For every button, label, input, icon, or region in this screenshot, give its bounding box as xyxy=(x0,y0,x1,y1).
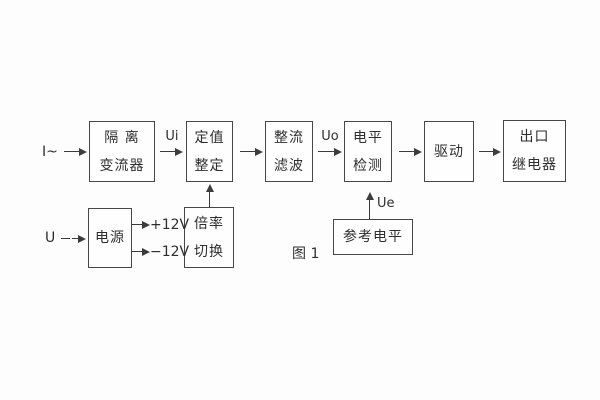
block-rectify-filter: 整流 滤波 xyxy=(265,121,313,182)
block-isolation-line1: 隔 离 xyxy=(104,129,140,146)
block-setting-line2: 整定 xyxy=(194,157,225,174)
block-ratio-switch: 倍率 切换 xyxy=(184,207,234,268)
arrow-level-to-drive xyxy=(399,146,422,158)
block-output-relay-line2: 继电器 xyxy=(512,157,557,173)
block-output-relay: 出口 继电器 xyxy=(503,120,566,182)
arrow-setting-to-rectify xyxy=(240,146,263,158)
block-output-relay-line1: 出口 xyxy=(519,129,550,145)
block-level-detect: 电平 检测 xyxy=(344,121,392,182)
arrow-drive-to-relay xyxy=(479,146,501,158)
arrow-power-minus12v xyxy=(132,246,150,258)
arrow-reference-to-level xyxy=(364,192,376,219)
block-level-detect-line2: 检测 xyxy=(353,157,383,174)
block-ratio-switch-line2: 切换 xyxy=(194,243,224,260)
signal-minus12v-label: −12V xyxy=(150,244,190,260)
block-setting-line1: 定值 xyxy=(194,129,225,146)
block-reference-level: 参考电平 xyxy=(333,219,413,255)
arrow-power-plus12v xyxy=(132,219,150,231)
arrow-current-to-isolation xyxy=(64,146,87,158)
voltage-input-lead-line xyxy=(61,238,70,240)
arrow-voltage-to-power xyxy=(72,233,86,245)
signal-uo-label: Uo xyxy=(321,129,339,144)
block-power-label: 电源 xyxy=(95,230,125,246)
figure-caption: 图 1 xyxy=(292,246,320,262)
arrow-ratio-to-setting xyxy=(204,184,216,207)
block-rectify-filter-line1: 整流 xyxy=(274,129,304,146)
block-drive-label: 驱动 xyxy=(434,143,464,160)
block-reference-level-label: 参考电平 xyxy=(343,229,403,245)
signal-plus12v-label: +12V xyxy=(150,217,190,233)
block-power: 电源 xyxy=(88,208,132,268)
block-setting: 定值 整定 xyxy=(186,121,233,182)
signal-ue-label: Ue xyxy=(377,196,395,211)
block-isolation-line2: 变流器 xyxy=(99,157,145,174)
block-rectify-filter-line2: 滤波 xyxy=(274,157,304,174)
block-isolation-transformer: 隔 离 变流器 xyxy=(89,121,155,182)
block-level-detect-line1: 电平 xyxy=(353,129,383,146)
arrow-isolation-to-setting xyxy=(160,146,183,158)
block-ratio-switch-line1: 倍率 xyxy=(194,215,224,232)
voltage-input-label: U xyxy=(45,230,56,246)
signal-ui-label: Ui xyxy=(165,129,179,144)
arrow-rectify-to-level xyxy=(318,146,342,158)
current-input-label: I~ xyxy=(42,144,58,160)
block-drive: 驱动 xyxy=(424,121,474,182)
